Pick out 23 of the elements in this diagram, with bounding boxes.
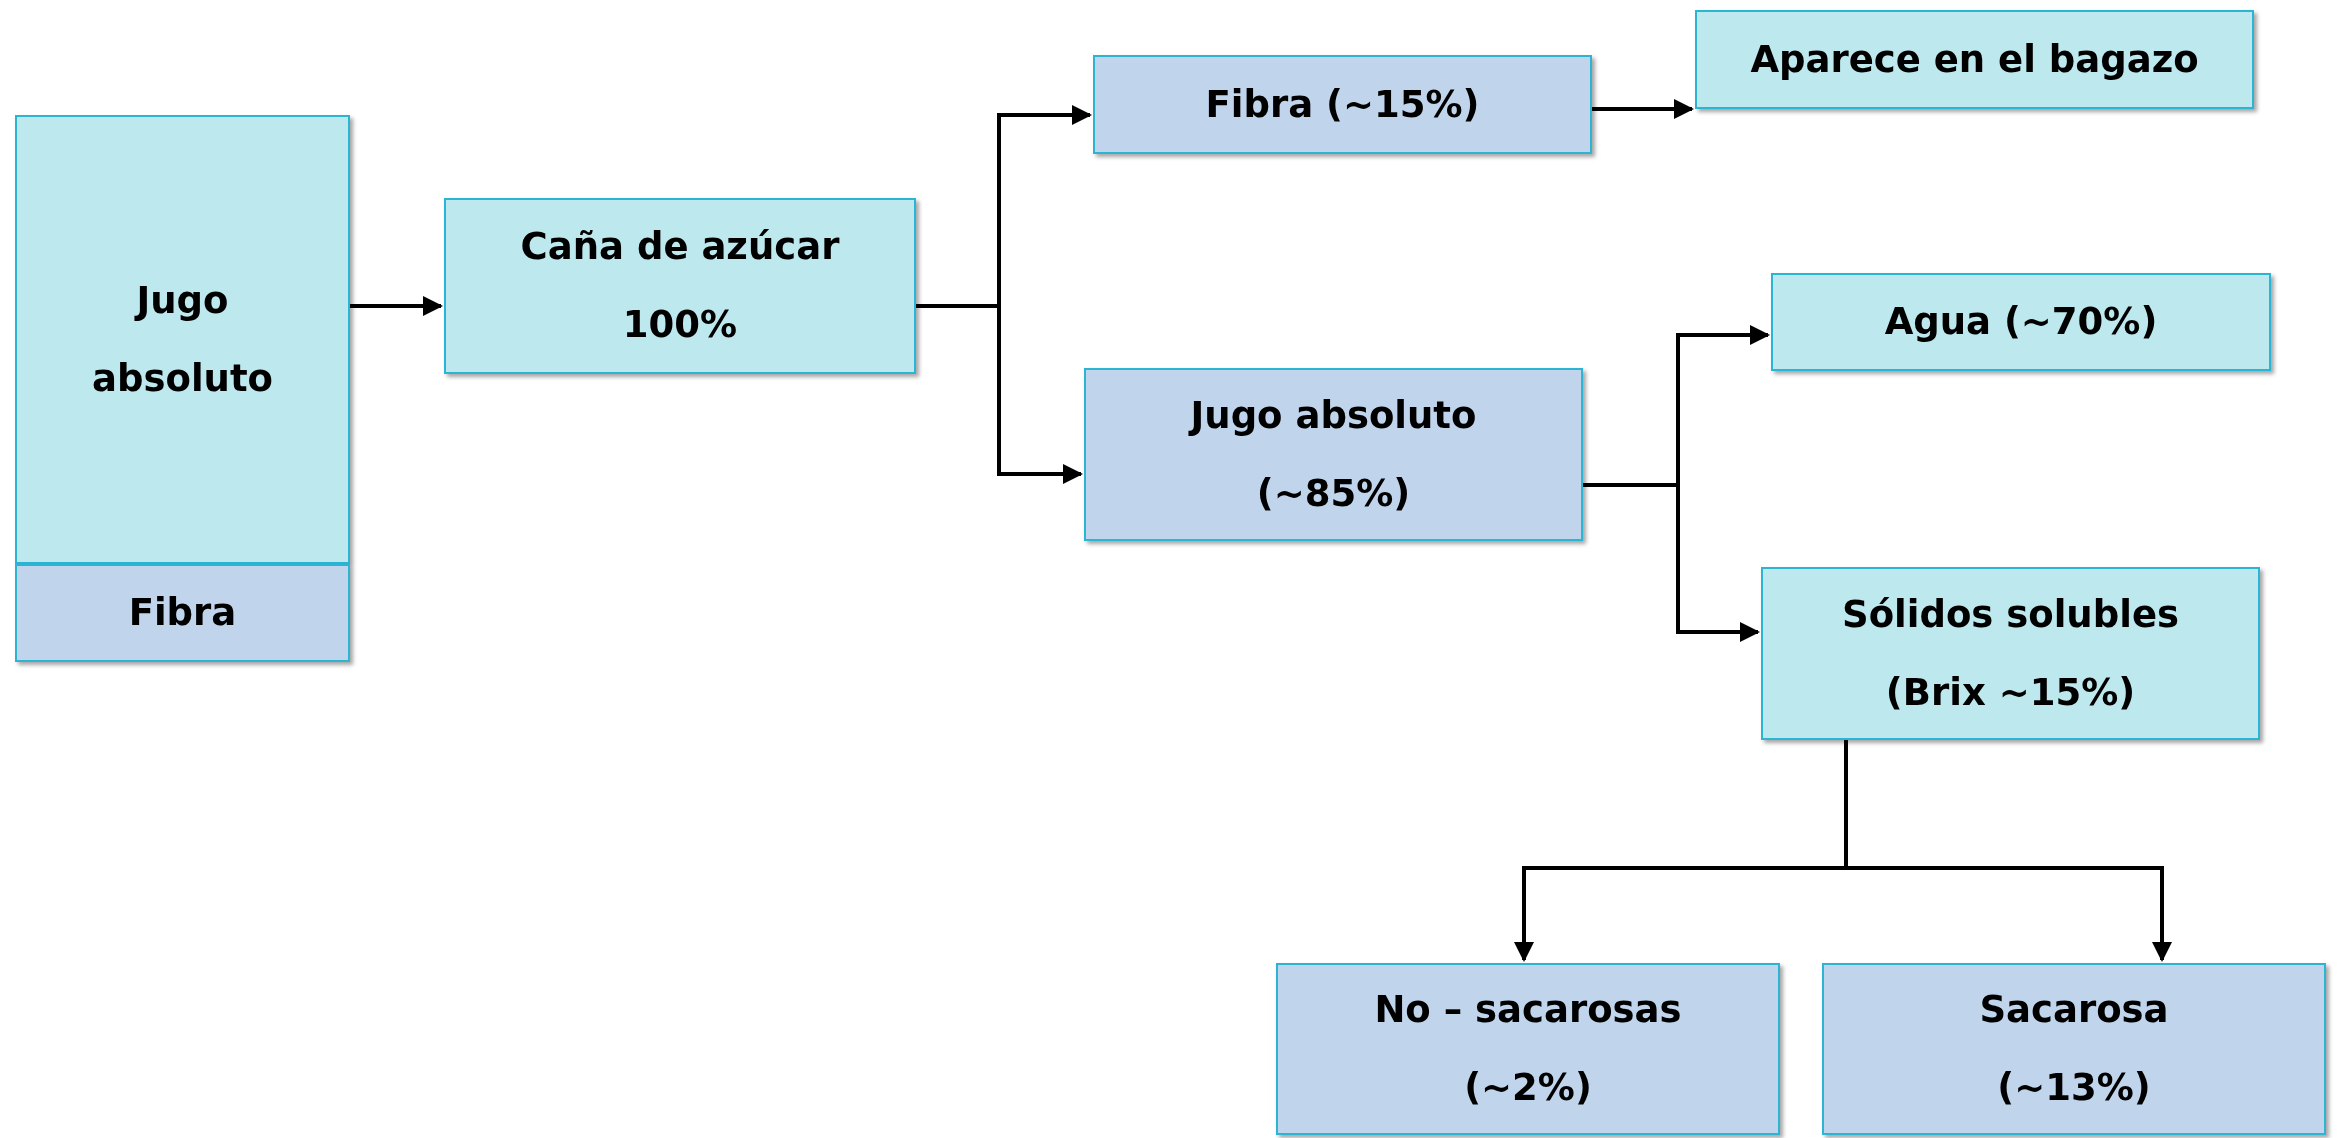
box-label: Sólidos solubles (Brix ~15%) [1841,591,2180,716]
process-box [1822,963,2326,1135]
box-label: Aparece en el bagazo [1749,36,2200,83]
box-label: Jugo absoluto (~85%) [1187,392,1478,517]
arrow [1592,99,1694,119]
process-box [1093,55,1592,154]
box-label: Sacarosa (~13%) [1978,987,2170,1111]
process-box [1084,368,1583,541]
process-box [15,115,350,564]
process-box [1771,273,2271,371]
arrow [1583,483,1760,642]
box-label: Jugo absoluto [91,277,274,402]
process-box [15,564,350,662]
box-label: Caña de azúcar 100% [519,224,841,348]
process-box [444,198,916,374]
process-box [1695,10,2254,109]
box-label: Fibra (~15%) [1204,81,1481,128]
box-label: No – sacarosas (~2%) [1373,987,1683,1111]
box-label: Fibra [127,590,238,636]
process-box [1761,567,2260,740]
box-label: Agua (~70%) [1883,299,2159,345]
process-box [1276,963,1780,1135]
arrow [350,296,443,316]
